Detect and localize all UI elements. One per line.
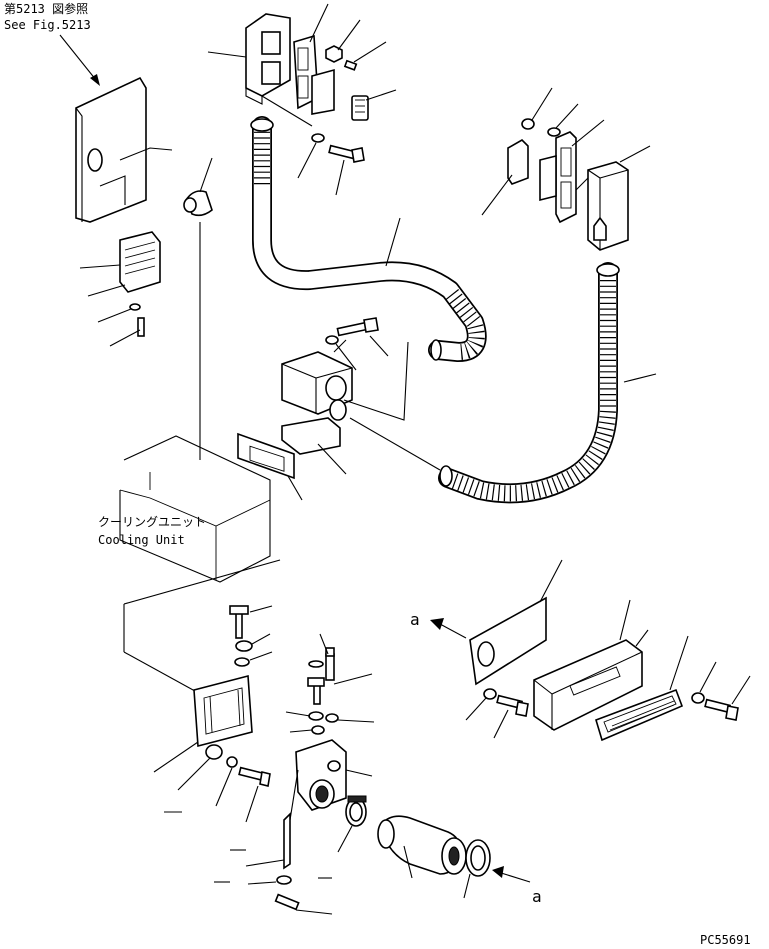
arrow-view-top [430,618,467,639]
bracket-top-right [481,87,651,251]
clip-top-center [351,89,397,121]
bracket-right [533,599,649,731]
clamp-lower-right [463,839,491,899]
reference-jp: 第5213 図参照 [4,1,88,16]
bolt-top-center [297,133,365,196]
grille-left [79,231,161,347]
reference-arrow [59,34,100,86]
view-label-bottom: a [532,887,542,906]
pipe-connector-lines [343,341,441,471]
clamp-lower-center [337,795,367,853]
duct-hose-right [438,262,657,504]
gasket-top-center [293,3,335,115]
grille-lower-left [153,674,271,823]
elbow-fitting [183,157,213,460]
bolt-center [325,317,389,371]
reference-en: See Fig.5213 [4,18,91,32]
small-grille-center [237,432,303,501]
cooling-unit-label-en: Cooling Unit [98,533,185,547]
bolt-lower-left [229,605,273,667]
grille-right [595,635,689,742]
arrow-view-bottom [492,866,531,883]
housing-lower-center [230,739,373,870]
fasteners-right [465,661,751,739]
cooling-unit-label-jp: クーリングユニット [98,515,206,529]
cover-plate-right [469,559,563,686]
duct-panel-left [75,76,173,223]
elbow-hose-lower [377,815,467,879]
washer-bottom [214,875,333,915]
view-label-top: a [410,610,420,629]
bracket-top-center [207,13,313,127]
cooling-unit-outline [119,435,281,697]
junction-block [281,339,353,475]
nut-top-center [325,19,387,71]
duct-hose-left [250,116,487,362]
drawing-number: PC55691 [700,933,751,947]
bolt-lower-center [285,633,375,735]
